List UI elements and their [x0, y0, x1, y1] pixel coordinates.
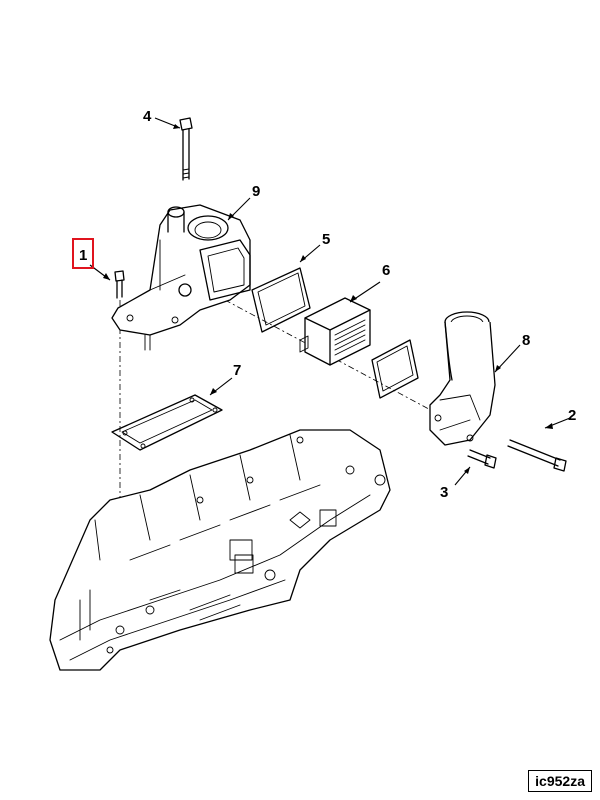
- bolt-2: [507, 439, 567, 472]
- bolt-1: [114, 270, 125, 299]
- callout-7: 7: [233, 362, 241, 379]
- callout-5: 5: [322, 231, 330, 248]
- callout-1: 1: [79, 247, 87, 264]
- cylinder-head: [49, 429, 391, 671]
- callout-4: 4: [143, 108, 152, 125]
- callout-labels: 1 2 3 4 5 6 7 8 9: [72, 108, 576, 501]
- gasket-5: [251, 267, 311, 333]
- callout-3: 3: [440, 484, 448, 501]
- elbow-pipe-8: [429, 311, 496, 446]
- module-6: [299, 297, 371, 366]
- callout-2: 2: [568, 407, 576, 424]
- leader-lines: [89, 117, 571, 486]
- thermostat-housing-9: [111, 204, 251, 351]
- callout-1-highlight: [72, 238, 94, 269]
- callout-9: 9: [252, 183, 260, 200]
- gasket-7: [111, 394, 223, 451]
- callout-8: 8: [522, 332, 530, 349]
- bolt-3: [467, 449, 497, 469]
- callout-6: 6: [382, 262, 390, 279]
- bolt-4: [179, 117, 193, 181]
- gasket-6b: [371, 339, 419, 399]
- figure-code-label: ic952za: [528, 770, 592, 792]
